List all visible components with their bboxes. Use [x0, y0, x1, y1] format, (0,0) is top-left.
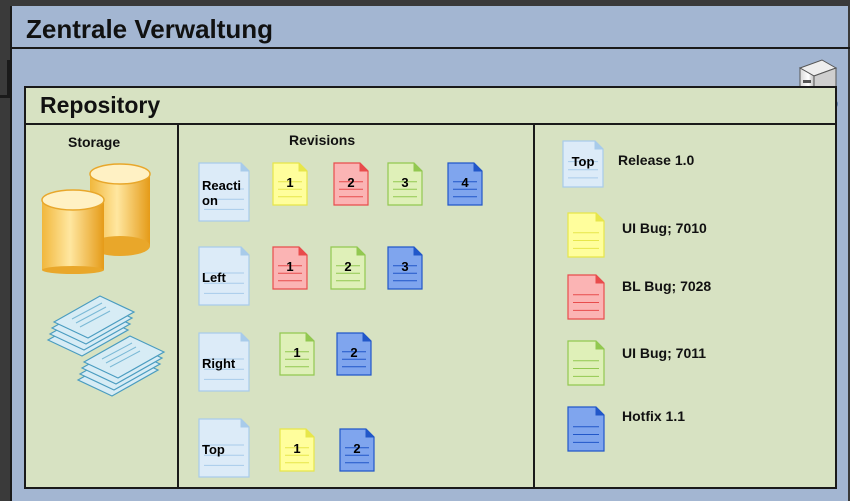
repository-divider: [26, 123, 835, 125]
revision-doc-blue: 4: [447, 162, 483, 206]
revision-doc-blue: 2: [336, 332, 372, 376]
revision-number: 1: [286, 259, 294, 274]
legend-doc-green: [567, 340, 605, 386]
revision-doc-red: 2: [333, 162, 369, 206]
revision-number: 2: [353, 441, 361, 456]
revision-file-top: Top: [198, 418, 250, 478]
legend-label: Hotfix 1.1: [622, 408, 686, 424]
legend-label: BL Bug; 7028: [622, 278, 712, 294]
storage-label: Storage: [68, 134, 121, 150]
revision-doc-blue: 3: [387, 246, 423, 290]
legend-label: UI Bug; 7010: [622, 220, 707, 236]
revision-file-label: Top: [202, 442, 225, 457]
background-bracket: [0, 60, 10, 98]
revision-doc-blue: 2: [339, 428, 375, 472]
revision-file-right: Right: [198, 332, 250, 392]
legend-doc-yellow: [567, 212, 605, 258]
revision-number: 2: [347, 175, 355, 190]
legend-label: UI Bug; 7011: [622, 345, 707, 361]
legend-label: Release 1.0: [618, 152, 695, 168]
title-divider: [12, 47, 850, 49]
revision-doc-yellow: 1: [272, 162, 308, 206]
revision-doc-green: 2: [330, 246, 366, 290]
revision-number: 1: [293, 345, 301, 360]
revision-file-label: Right: [202, 356, 236, 371]
repository-title: Repository: [40, 92, 161, 118]
revisions-label: Revisions: [289, 132, 356, 148]
revision-number: 2: [350, 345, 358, 360]
revision-file-label: Reaction: [202, 178, 242, 208]
revision-file-reaction: Reaction: [198, 162, 250, 222]
database-icon: [40, 162, 152, 279]
storage-column-divider: [177, 125, 179, 487]
legend-doc-lightblue: Top: [562, 140, 604, 188]
revision-doc-green: 3: [387, 162, 423, 206]
revision-number: 3: [401, 259, 409, 274]
revision-doc-green: 1: [279, 332, 315, 376]
revision-number: 2: [344, 259, 352, 274]
revision-number: 4: [461, 175, 469, 190]
revision-file-left: Left: [198, 246, 250, 306]
revision-number: 1: [286, 175, 294, 190]
revisions-column-divider: [533, 125, 535, 487]
repository-panel: Repository Storage Revisions: [24, 86, 837, 489]
revision-doc-red: 1: [272, 246, 308, 290]
legend-doc-text: Top: [571, 154, 595, 169]
revision-number: 3: [401, 175, 409, 190]
revision-number: 1: [293, 441, 301, 456]
panel-title: Zentrale Verwaltung: [26, 14, 274, 44]
legend-doc-blue: [567, 406, 605, 452]
revision-doc-yellow: 1: [279, 428, 315, 472]
paper-stack-icon: [44, 294, 170, 413]
revision-file-label: Left: [202, 270, 226, 285]
legend-doc-red: [567, 274, 605, 320]
